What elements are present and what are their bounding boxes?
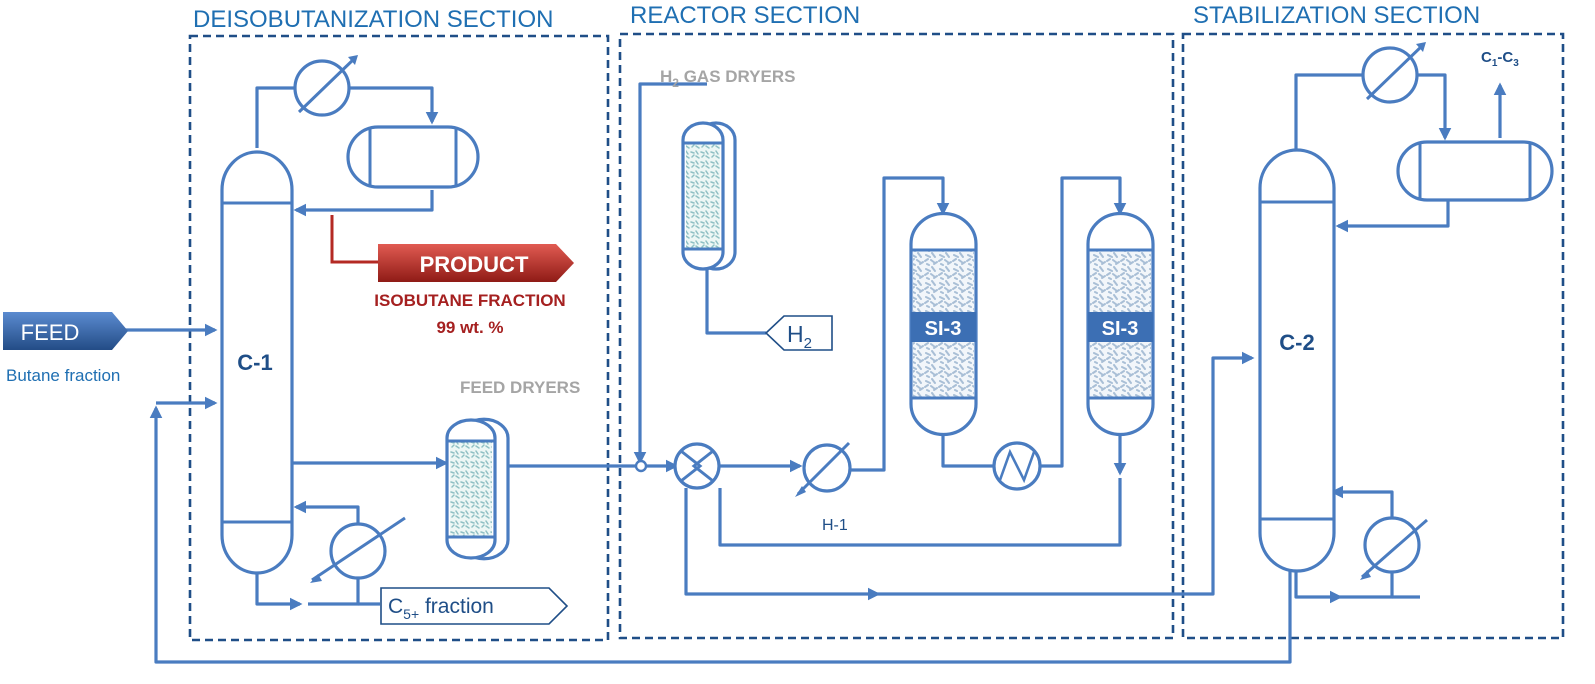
c2-reflux-drum[interactable] (1396, 140, 1554, 202)
feed-effluent-exchanger[interactable] (673, 442, 721, 490)
feed-dryers-label: FEED DRYERS (460, 378, 580, 397)
h2-gas-dryers[interactable] (681, 121, 737, 271)
h2-input-sub: 2 (804, 335, 812, 352)
offgas-sub1: 1 (1492, 58, 1498, 69)
column-c2-label: C-2 (1279, 330, 1314, 355)
h2-dryers-h: H (660, 67, 672, 86)
reactor-2[interactable]: SI-3 (1086, 211, 1155, 437)
offgas-dash: -C (1497, 49, 1513, 66)
product-fraction-label: ISOBUTANE FRACTION (374, 291, 565, 310)
h2-dryers-sub: 2 (672, 76, 679, 90)
product-label: PRODUCT (420, 252, 529, 277)
product-purity-label: 99 wt. % (436, 318, 503, 337)
reactor-1-label: SI-3 (925, 318, 962, 340)
c5-sub: 5+ (403, 606, 419, 622)
feed-input: FEED Butane fraction (3, 312, 128, 385)
h2-gas-dryers-label: H2 GAS DRYERS (660, 67, 795, 90)
c2-condenser[interactable] (1361, 42, 1426, 104)
c1-reflux-drum[interactable] (346, 125, 480, 189)
c5-fraction-output: C5+ fraction (380, 587, 569, 625)
reactor-section-box (618, 32, 1175, 640)
c5-main: C (388, 595, 403, 618)
reactor-section-title: REACTOR SECTION (630, 2, 860, 29)
h2-dryers-suffix: GAS DRYERS (679, 67, 796, 86)
c1-reboiler[interactable] (310, 516, 406, 583)
feed-arrow-shape (3, 312, 128, 350)
deisobutanization-section-title: DEISOBUTANIZATION SECTION (193, 6, 553, 33)
feed-label: FEED (21, 320, 80, 345)
stabilization-section-box (1181, 32, 1565, 640)
column-c1[interactable]: C-1 (220, 150, 294, 575)
product-arrow-shape (378, 244, 574, 282)
column-c1-label: C-1 (237, 350, 272, 375)
reactor-1[interactable]: SI-3 (909, 211, 978, 437)
c5-suffix: fraction (419, 595, 494, 618)
h2-input: H2 (764, 315, 833, 352)
feed-sublabel: Butane fraction (6, 366, 120, 385)
h2-input-label: H2 (787, 321, 812, 352)
feed-dryers[interactable] (445, 417, 510, 561)
c1-condenser[interactable] (293, 55, 358, 117)
offgas-sub3: 3 (1513, 58, 1519, 69)
h2-input-h: H (787, 321, 804, 347)
column-c2[interactable]: C-2 (1258, 148, 1336, 573)
offgas-label: C1-C3 (1481, 49, 1519, 69)
stabilization-section-title: STABILIZATION SECTION (1193, 2, 1480, 29)
mixing-junction (634, 459, 648, 473)
reactor-2-label: SI-3 (1102, 318, 1139, 340)
c2-reboiler[interactable] (1360, 516, 1428, 580)
product-output: PRODUCT ISOBUTANE FRACTION 99 wt. % (330, 215, 574, 337)
deisobutanization-section-box (188, 34, 610, 642)
heater-h1[interactable] (795, 441, 852, 497)
c5-fraction-label: C5+ fraction (388, 595, 494, 622)
intercooler[interactable] (992, 441, 1042, 491)
heater-h1-label: H-1 (822, 517, 848, 534)
offgas-c1: C (1481, 49, 1492, 66)
